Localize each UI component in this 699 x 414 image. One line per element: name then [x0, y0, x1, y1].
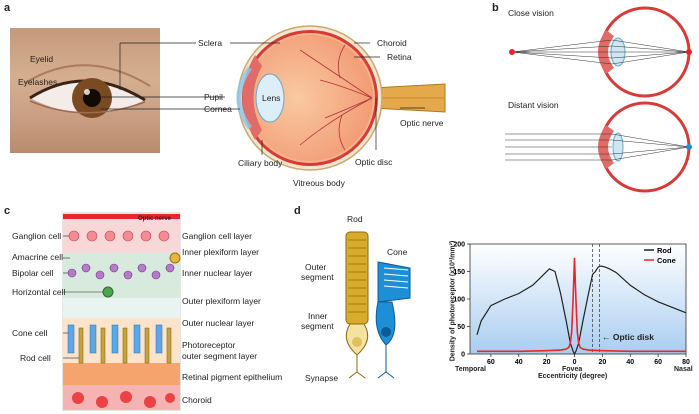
- label-outer-segment-2: segment: [301, 272, 334, 282]
- chart-x-temporal: Temporal: [455, 366, 486, 373]
- label-outer-nuclear-layer: Outer nuclear layer: [182, 318, 255, 328]
- label-horizontal-cell: Horizontal cell: [12, 287, 66, 297]
- photo-label-eyelashes: Eyelashes: [18, 77, 58, 87]
- x-tick-label: 60: [487, 359, 495, 366]
- panel-label-b: b: [492, 2, 499, 14]
- x-tick-label: 40: [515, 359, 523, 366]
- panel-label-c: c: [4, 205, 11, 217]
- label-ganglion-cell-layer: Ganglion cell layer: [182, 231, 252, 241]
- label-amacrine-cell: Amacrine cell: [12, 252, 64, 262]
- label-rod: Rod: [347, 214, 363, 224]
- label-ganglion-cell: Ganglion cell: [12, 231, 62, 241]
- chart-x-label: Eccentricity (degree): [538, 373, 608, 380]
- legend-label-rod: Rod: [657, 246, 672, 255]
- label-close-vision: Close vision: [508, 8, 554, 18]
- eye-photo-drawing: [24, 64, 151, 118]
- label-cone: Cone: [387, 247, 408, 257]
- label-optic-nerve-c: Optic nerve: [138, 216, 172, 222]
- x-tick-label: 20: [598, 359, 606, 366]
- label-choroid: Choroid: [377, 38, 407, 48]
- chart-x-fovea: Fovea: [562, 366, 583, 373]
- label-optic-nerve: Optic nerve: [400, 118, 444, 128]
- label-sclera: Sclera: [198, 38, 223, 48]
- distant-vision-diagram: [505, 101, 692, 193]
- cone-cell-drawing: [375, 261, 411, 379]
- label-lens: Lens: [262, 93, 281, 103]
- label-outer-plexiform-layer: Outer plexiform layer: [182, 296, 261, 306]
- rod-cell-drawing: [345, 231, 369, 379]
- label-optic-disc: Optic disc: [355, 157, 393, 167]
- y-tick-label: 0: [461, 352, 465, 359]
- x-tick-label: 0: [573, 359, 577, 366]
- y-tick-label: 100: [453, 297, 465, 304]
- label-inner-segment-2: segment: [301, 321, 334, 331]
- label-retina: Retina: [387, 52, 412, 62]
- label-bipolar-cell: Bipolar cell: [12, 268, 54, 278]
- x-tick-label: 40: [626, 359, 634, 366]
- label-outer-segment-1: Outer: [305, 262, 327, 272]
- label-inner-nuclear-layer: Inner nuclear layer: [182, 268, 253, 278]
- photo-label-eyelid: Eyelid: [30, 54, 54, 64]
- label-distant-vision: Distant vision: [508, 100, 559, 110]
- label-vitreous-body: Vitreous body: [293, 178, 345, 188]
- series-line-cone: [477, 257, 686, 353]
- y-tick-label: 200: [453, 242, 465, 249]
- y-tick-label: 150: [453, 269, 465, 276]
- label-photoreceptor: Photoreceptor: [182, 340, 236, 350]
- chart-y-label: Density of photoreceptor (x10³/mm²): [449, 240, 457, 362]
- label-pupil: Pupil: [204, 92, 223, 102]
- chart-annotation-text: Optic disk: [612, 332, 654, 342]
- x-tick-label: 20: [543, 359, 551, 366]
- label-synapse: Synapse: [305, 373, 339, 383]
- label-inner-segment-1: Inner: [308, 311, 328, 321]
- label-ciliary-body: Ciliary body: [238, 158, 283, 168]
- close-vision-diagram: [509, 6, 692, 98]
- label-rod-cell: Rod cell: [20, 353, 51, 363]
- eye-photo: [10, 28, 160, 153]
- label-choroid-c: Choroid: [182, 395, 212, 405]
- label-rpe: Retinal pigment epithelium: [182, 372, 283, 382]
- legend-label-cone: Cone: [657, 256, 676, 265]
- panel-label-a: a: [4, 2, 11, 14]
- label-cone-cell: Cone cell: [12, 328, 48, 338]
- series-line-rod: [476, 265, 687, 356]
- retina-layers-diagram: [62, 212, 181, 411]
- chart-annotation-optic-disk: ← Optic disk: [602, 332, 654, 342]
- chart-x-nasal: Nasal: [674, 366, 693, 373]
- label-outer-segment-layer: outer segment layer: [182, 351, 258, 361]
- x-tick-label: 80: [682, 359, 690, 366]
- x-tick-label: 60: [654, 359, 662, 366]
- label-cornea: Cornea: [204, 104, 232, 114]
- y-tick-label: 50: [457, 324, 465, 331]
- panel-label-d: d: [294, 205, 301, 217]
- label-inner-plexiform-layer: Inner plexiform layer: [182, 247, 260, 257]
